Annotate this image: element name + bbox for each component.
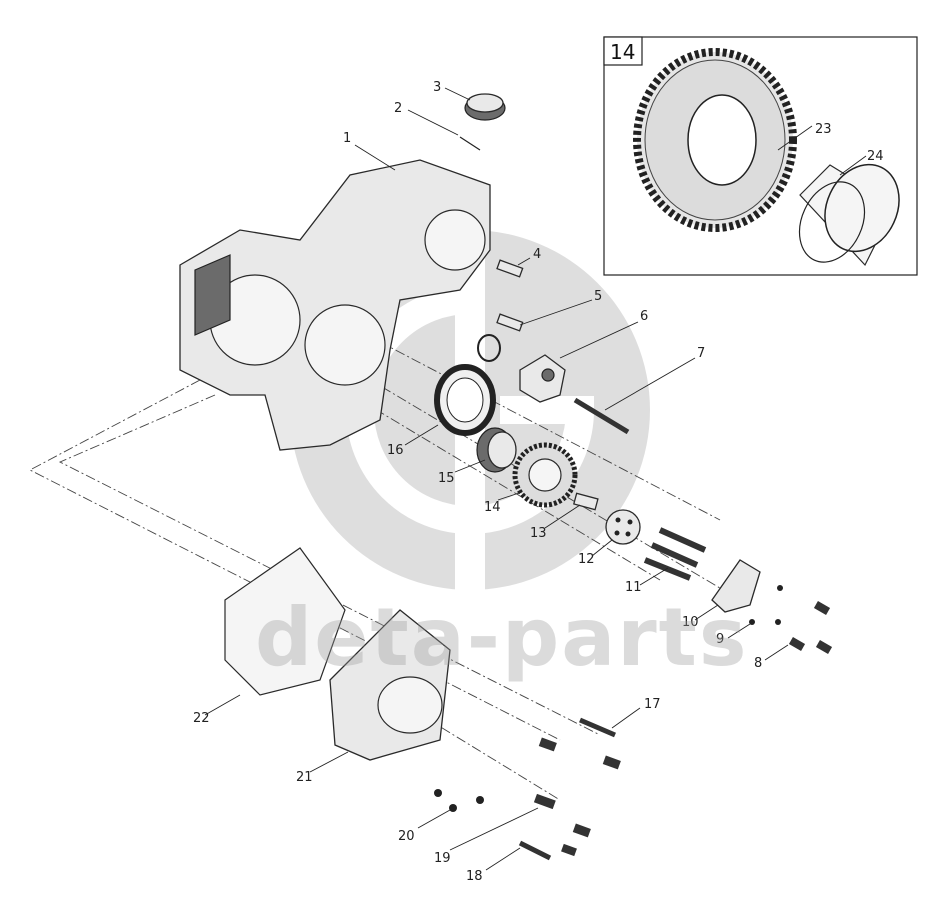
part-bolts-8 <box>764 601 833 661</box>
part-small-cover <box>694 559 761 621</box>
part-housing <box>179 144 491 451</box>
inset-gear <box>633 48 813 232</box>
callout-2: 2 <box>394 101 402 116</box>
callout-20: 20 <box>398 829 415 844</box>
callout-14: 14 <box>484 500 501 515</box>
part-gear <box>497 442 578 508</box>
callout-21: 21 <box>296 770 313 785</box>
part-studs-19 <box>449 793 591 851</box>
part-washers-20 <box>417 789 484 829</box>
watermark-text: deta-parts <box>255 591 749 684</box>
part-bolts-17 <box>538 707 641 770</box>
part-bolt-set <box>639 527 707 586</box>
part-long-bolt <box>573 357 696 435</box>
callout-4: 4 <box>533 247 541 262</box>
callout-8: 8 <box>754 656 762 671</box>
callout-17: 17 <box>644 697 661 712</box>
part-spring <box>407 109 481 151</box>
callout-15: 15 <box>438 471 455 486</box>
callout-13: 13 <box>530 526 547 541</box>
part-seal-ring <box>404 364 496 446</box>
part-stud-5 <box>496 299 593 332</box>
callout-23: 23 <box>815 122 832 137</box>
part-cover <box>309 609 451 773</box>
callout-3: 3 <box>433 80 441 95</box>
inset-bushing <box>798 155 900 267</box>
part-gasket <box>204 547 346 716</box>
part-washers-9 <box>727 585 783 639</box>
part-plate <box>591 509 641 557</box>
callout-1: 1 <box>343 131 351 146</box>
callout-7: 7 <box>697 346 705 361</box>
part-bearing-block <box>519 321 639 403</box>
inset-panel: 14 <box>603 36 918 276</box>
callout-22: 22 <box>193 711 210 726</box>
part-o-ring <box>477 334 501 362</box>
part-bolts-18 <box>485 840 577 871</box>
part-stud-4 <box>496 257 531 278</box>
callout-19: 19 <box>434 851 451 866</box>
callout-10: 10 <box>682 615 699 630</box>
callout-5: 5 <box>594 289 602 304</box>
callout-16: 16 <box>387 443 404 458</box>
part-hub <box>454 427 517 473</box>
callout-18: 18 <box>466 869 483 884</box>
callout-12: 12 <box>578 552 595 567</box>
callout-11: 11 <box>625 580 642 595</box>
callout-6: 6 <box>640 309 648 324</box>
callout-9: 9 <box>716 632 724 647</box>
callout-24: 24 <box>867 149 884 164</box>
callout-labels: 1 2 3 4 5 6 7 8 9 10 11 12 13 14 15 16 1… <box>193 80 884 884</box>
inset-label: 14 <box>610 40 635 64</box>
part-cap <box>444 87 506 121</box>
part-pin <box>544 492 599 529</box>
